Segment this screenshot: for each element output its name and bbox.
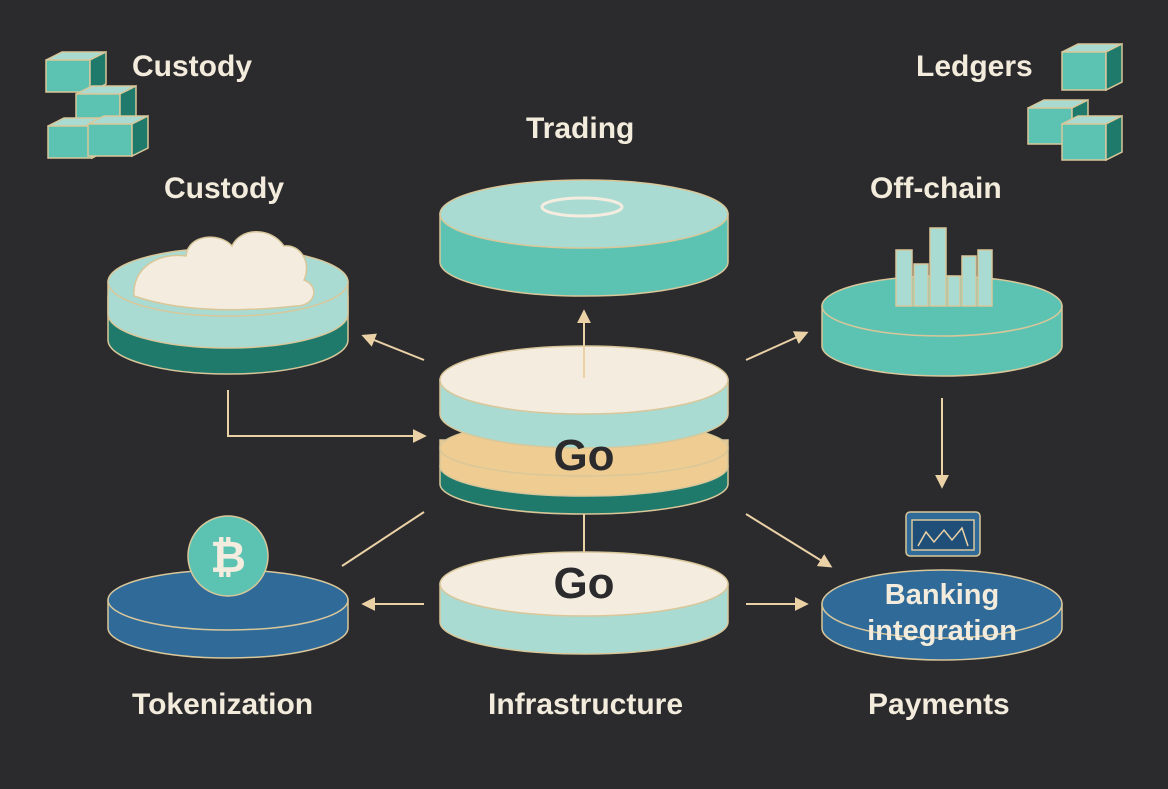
tokenization-disc <box>107 515 349 659</box>
go-label-bottom: Go <box>553 559 614 608</box>
ring-icon <box>540 196 624 218</box>
arrow-to-custody <box>361 333 425 361</box>
label-custody-corner: Custody <box>132 50 252 83</box>
banking-label-line2: integration <box>867 615 1017 647</box>
label-custody: Custody <box>164 172 284 205</box>
bitcoin-coin-icon <box>187 515 269 597</box>
label-ledgers-corner: Ledgers <box>916 50 1033 83</box>
label-off-chain: Off-chain <box>870 172 1002 205</box>
go-stack <box>439 345 729 655</box>
line-to-tokenization <box>341 511 425 567</box>
arrow-custody-to-go <box>227 390 427 443</box>
bank-terminal-icon <box>905 511 981 557</box>
label-infrastructure: Infrastructure <box>488 688 684 721</box>
label-tokenization: Tokenization <box>132 688 314 721</box>
custody-disc <box>107 231 349 375</box>
label-trading: Trading <box>526 112 635 145</box>
bar-chart-icon <box>895 227 993 307</box>
go-label-top: Go <box>553 431 614 480</box>
banking-label-line1: Banking <box>885 579 999 611</box>
cube-cluster-icon <box>45 50 149 160</box>
bitcoin-symbol: ₿ <box>210 533 246 582</box>
cloud-icon <box>133 231 315 311</box>
label-payments: Payments <box>868 688 1010 721</box>
arrow-to-offchain <box>745 331 809 361</box>
offchain-disc <box>821 227 1063 377</box>
banking-disc <box>821 511 1063 661</box>
arrow-go-to-banking <box>745 513 833 568</box>
cube-cluster-icon <box>1027 42 1123 162</box>
trading-disc <box>439 179 729 297</box>
